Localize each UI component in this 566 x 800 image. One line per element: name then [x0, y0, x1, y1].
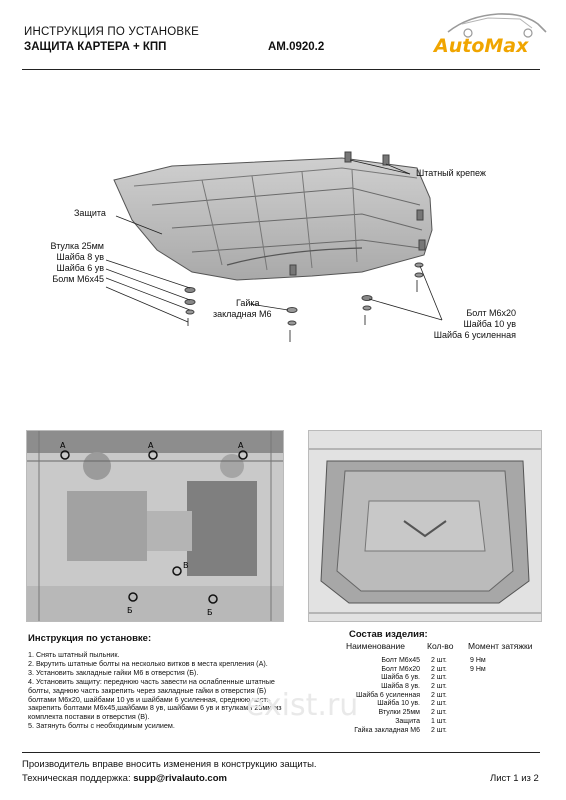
instruction-step: болтами М6х20, шайбами 10 ув и шайбами 6… [28, 694, 271, 704]
part-qty: 2 шт. [431, 691, 447, 699]
instruction-step: болты, заднюю часть закрепить через закл… [28, 685, 267, 695]
table-row: Шайба 6 усиленная [335, 692, 420, 701]
installed-plate-photo [308, 430, 542, 622]
doc-title: ИНСТРУКЦИЯ ПО УСТАНОВКЕ [24, 26, 200, 38]
label-washer-6: Шайба 6 ув [56, 263, 104, 273]
header-rule [22, 69, 540, 70]
mark-v-1: В [183, 561, 189, 570]
part-name: Шайба 6 усиленная [356, 691, 420, 699]
automax-logo: AutoMax [432, 13, 547, 57]
exploded-diagram [105, 151, 443, 342]
instruction-step: 1. Снять штатный пыльник. [28, 650, 120, 659]
part-qty: 2 шт. [431, 674, 447, 682]
table-row: Шайба 8 ув. [335, 683, 420, 692]
column-header-torque: Момент затяжки [468, 641, 533, 651]
composition-title: Состав изделия: [349, 629, 428, 640]
table-row: Болт М6х45 [335, 657, 420, 666]
leader-lines [105, 159, 443, 323]
underside-photo: А А А Б Б В [26, 430, 284, 622]
composition-torques: 9 Нм 9 Нм [470, 657, 486, 674]
part-qty: 2 шт. [431, 683, 447, 691]
table-row: Шайба 10 ув. [335, 700, 420, 709]
composition-names: Болт М6х45 Болт М6х20 Шайба 6 ув. Шайба … [335, 657, 420, 735]
instruction-step: комплекта поставки в отверстия (В). [28, 712, 150, 722]
table-row: Защита [335, 718, 420, 727]
table-row: Втулки 25мм [335, 709, 420, 718]
part-qty: 2 шт. [431, 665, 447, 673]
part-name: Болт М6х45 [381, 657, 420, 664]
part-qty: 2 шт. [431, 709, 447, 717]
label-washer-8: Шайба 8 ув [56, 252, 104, 262]
label-washer-6-reinforced: Шайба 6 усиленная [433, 330, 516, 340]
support-label: Техническая поддержка: [22, 773, 131, 784]
mark-a-2: А [148, 441, 154, 450]
composition-quantities: 2 шт. 2 шт. 2 шт. 2 шт. 2 шт. 2 шт. 2 шт… [431, 657, 447, 735]
page-number: Лист 1 из 2 [490, 773, 539, 784]
instruction-step: закрепить болтами М6х45,шайбами 8 ув, ша… [28, 703, 282, 713]
part-qty: 2 шт. [431, 657, 447, 664]
watermark: exist.ru [246, 688, 359, 723]
part-name: Шайба 10 ув. [377, 700, 420, 708]
instruction-step: 5. Затянуть болты с необходимым усилием. [28, 721, 175, 731]
logo-text: AutoMax [432, 35, 529, 57]
instruction-step: 4. Установить защиту: переднюю часть зав… [28, 676, 275, 686]
table-row: Болт М6х20 [335, 666, 420, 675]
part-name: Шайба 8 ув. [381, 683, 420, 691]
label-nut-m6: закладная М6 [213, 309, 272, 319]
label-washer-10: Шайба 10 ув [463, 319, 516, 329]
part-name: Гайка закладная М6 [354, 726, 420, 734]
doc-subtitle: ЗАЩИТА КАРТЕРА + КПП [24, 41, 167, 53]
support-email[interactable]: supp@rivalauto.com [133, 773, 227, 784]
part-torque: 9 Нм [470, 657, 486, 664]
column-header-qty: Кол-во [427, 641, 454, 651]
table-row: Гайка закладная М6 [335, 727, 420, 736]
part-name: Болт М6х20 [381, 665, 420, 673]
article-number: AM.0920.2 [268, 41, 325, 53]
label-standard-fasteners: Штатный крепеж [416, 168, 486, 178]
mark-b-2: Б [207, 608, 213, 617]
instructions-title: Инструкция по установке: [28, 633, 152, 644]
part-name: Втулки 25мм [378, 709, 420, 717]
instruction-step: 2. Вкрутить штатные болты на несколько в… [28, 658, 268, 668]
label-bushing-25: Втулка 25мм [50, 241, 104, 251]
instruction-step: 3. Установить закладные гайки М6 в отвер… [28, 667, 199, 677]
label-skid-plate: Защита [74, 208, 106, 218]
fasteners [184, 151, 426, 342]
skid-plate [113, 157, 433, 281]
part-name: Защита [395, 717, 420, 725]
footer-rule [22, 752, 540, 753]
mark-b-1: Б [127, 606, 133, 615]
label-bolt-m6x20: Болт М6х20 [466, 308, 516, 318]
label-bolt-m6x45: Болм М6х45 [52, 274, 104, 284]
mark-a-1: А [60, 441, 66, 450]
part-torque: 9 Нм [470, 665, 486, 673]
support-line: Техническая поддержка: supp@rivalauto.co… [22, 773, 227, 784]
table-row: Шайба 6 ув. [335, 674, 420, 683]
part-name: Шайба 6 ув. [381, 674, 420, 682]
column-header-name: Наименование [346, 641, 405, 651]
manufacturer-note: Производитель вправе вносить изменения в… [22, 759, 317, 770]
label-nut: Гайка [236, 298, 260, 308]
mark-a-3: А [238, 441, 244, 450]
part-qty: 2 шт. [431, 726, 447, 734]
instructions-list: 1. Снять штатный пыльник. 2. Вкрутить шт… [28, 650, 333, 731]
part-qty: 2 шт. [431, 700, 447, 708]
mark-arrows [60, 450, 248, 604]
part-qty: 1 шт. [431, 717, 447, 725]
